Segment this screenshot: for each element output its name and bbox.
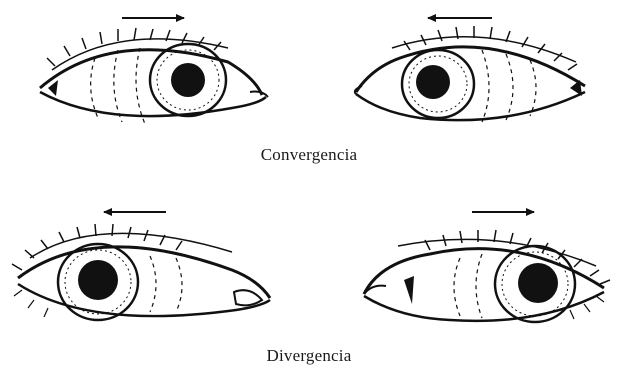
caption-convergence: Convergencia (0, 145, 618, 165)
eye-bottom-left (12, 224, 270, 320)
lower-lashes (14, 290, 48, 317)
sclera-dashes (150, 256, 182, 312)
caption-divergence: Divergencia (0, 346, 618, 366)
eyelashes (47, 28, 221, 66)
pupil (171, 63, 205, 97)
lower-eyelid (18, 284, 270, 316)
eye-top-right (355, 26, 585, 122)
pupil (416, 65, 450, 99)
pupil (78, 260, 118, 300)
eye-bottom-right (364, 230, 610, 322)
upper-eyelid (18, 247, 270, 298)
sclera-dashes (454, 254, 482, 318)
pupil (518, 263, 558, 303)
eye-top-left (40, 28, 268, 124)
